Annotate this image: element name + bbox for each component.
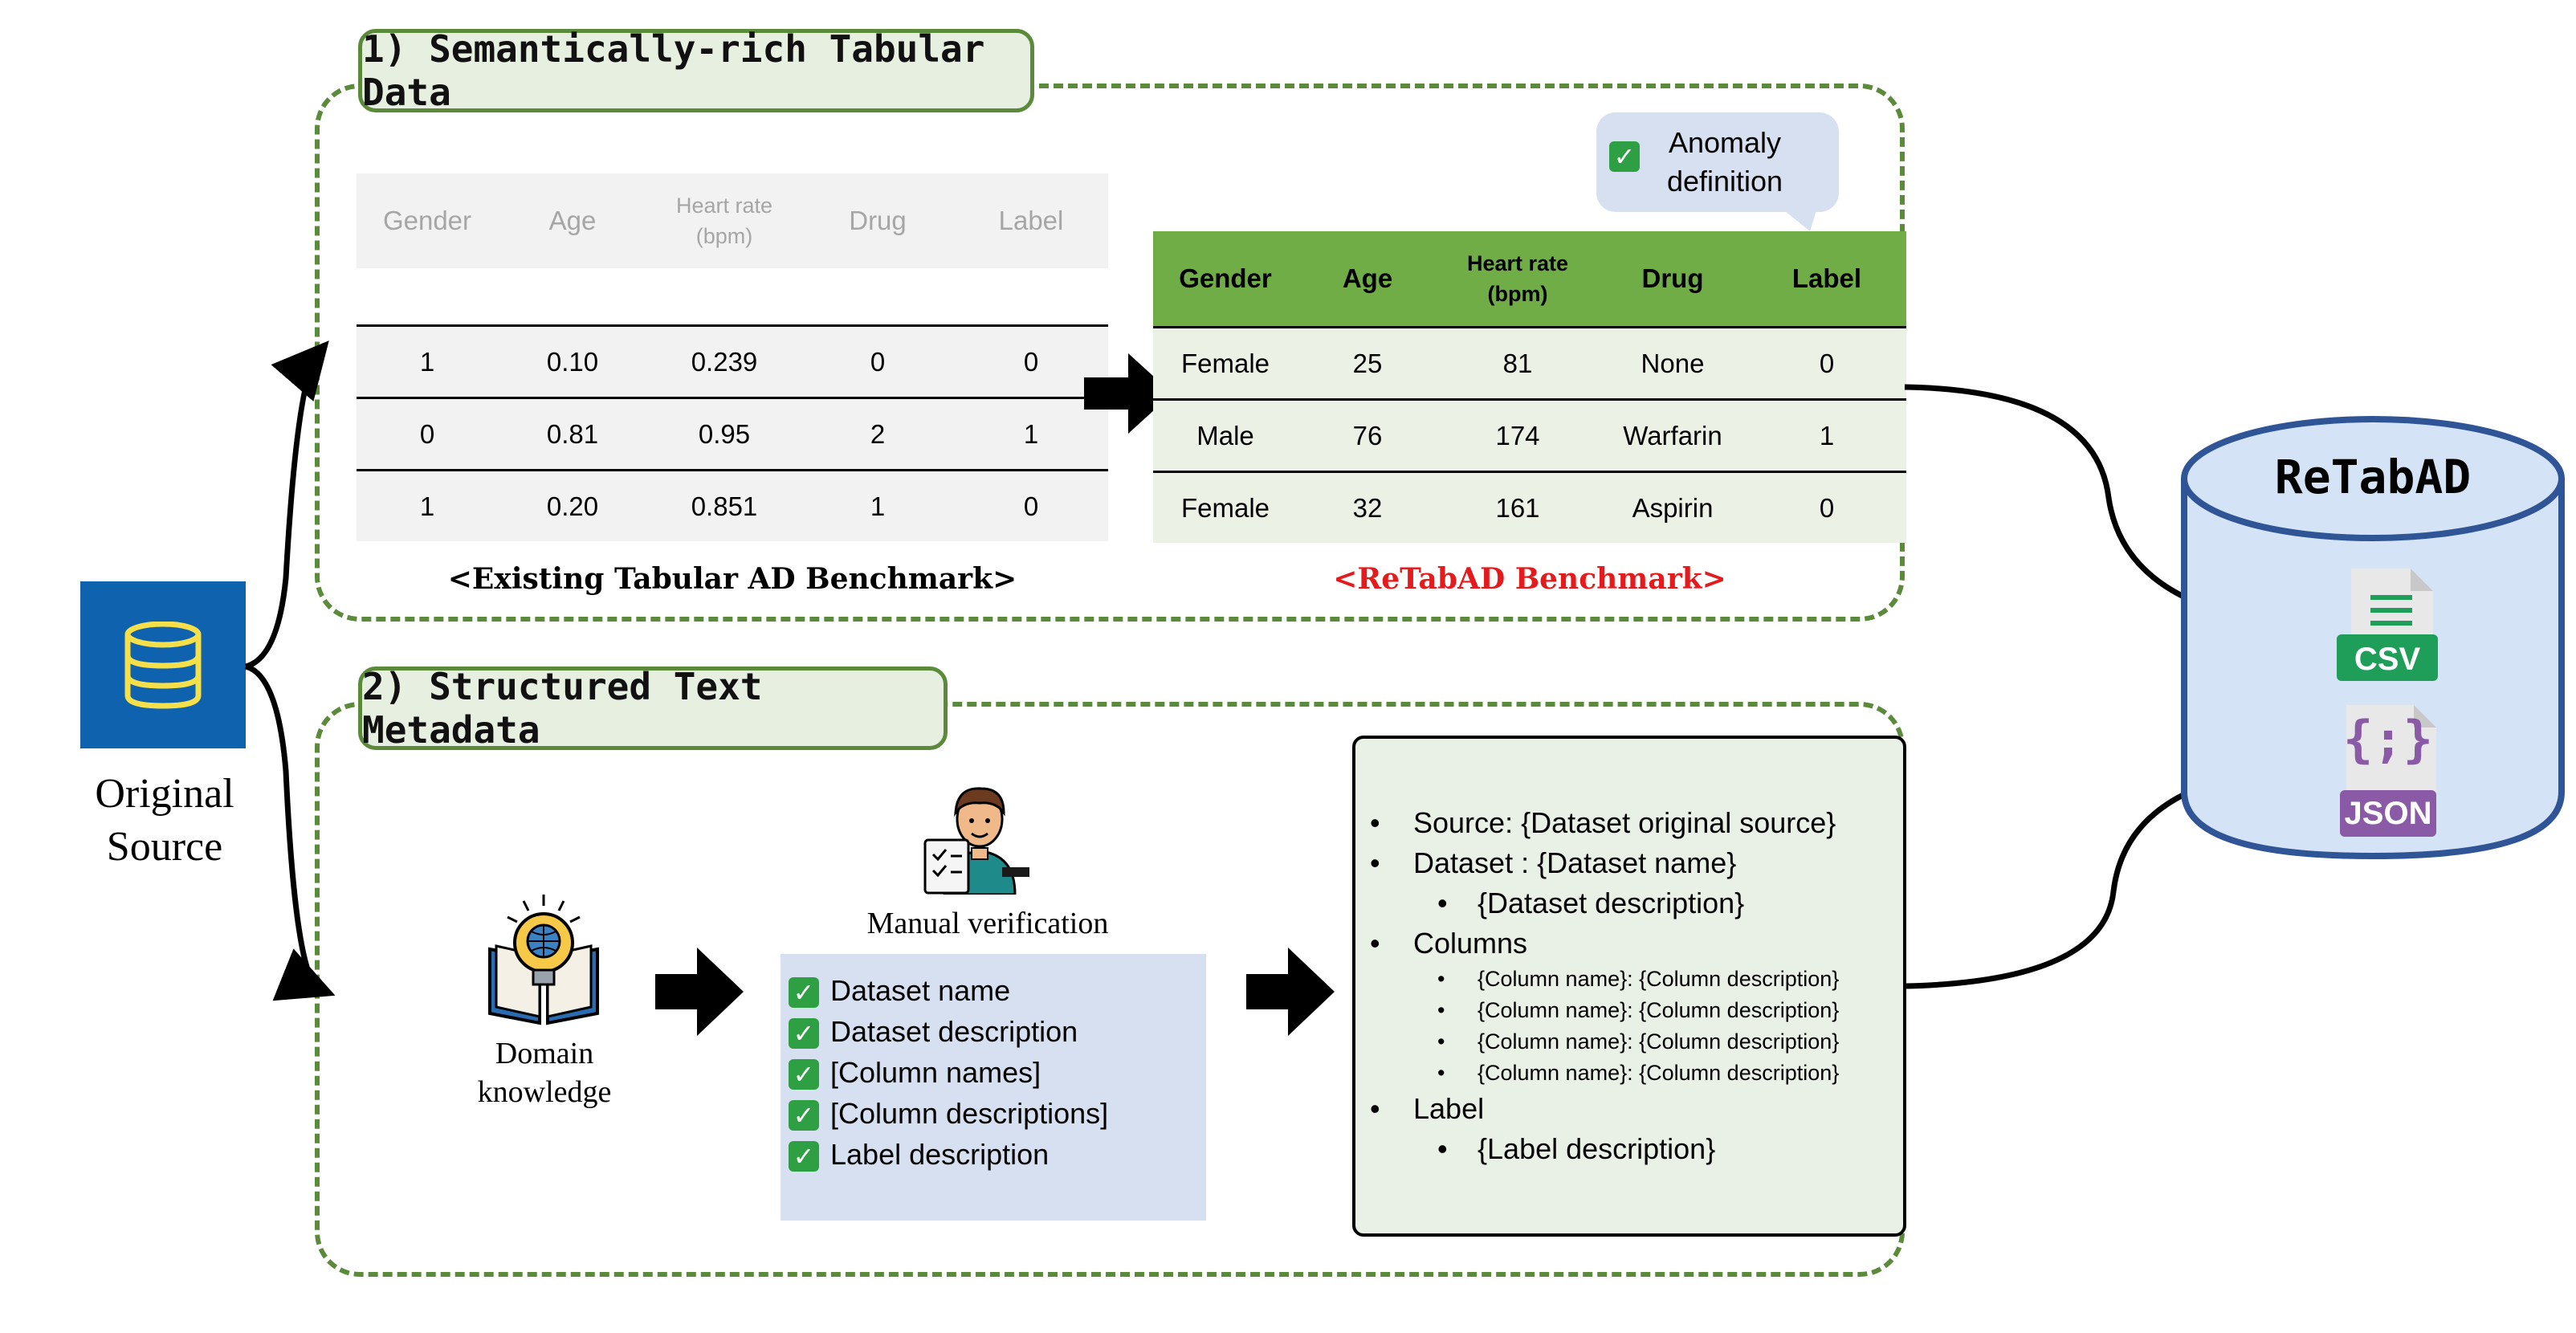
old-header-age: Age [498, 173, 647, 268]
check-icon: ✓ [789, 1100, 819, 1131]
check-icon: ✓ [789, 1018, 819, 1050]
list-item: ✓Dataset description [789, 1011, 1206, 1052]
json-glyph: {;} [2343, 710, 2433, 768]
new-header-label: Label [1747, 231, 1906, 328]
table-row: Male 76 174 Warfarin 1 [1153, 398, 1906, 472]
check-icon: ✓ [789, 1141, 819, 1172]
list-item: ✓Label description [789, 1134, 1206, 1175]
list-item: •{Column name}: {Column description} [1437, 967, 1840, 991]
table-row: 0 0.81 0.95 2 1 [357, 397, 1108, 471]
list-item: •{Column name}: {Column description} [1437, 1029, 1840, 1054]
arrow-right-icon [1246, 948, 1335, 1036]
anomaly-callout-bubble [1596, 112, 1839, 231]
table-row: Female 32 161 Aspirin 0 [1153, 471, 1906, 543]
list-item: •{Column name}: {Column description} [1437, 1061, 1840, 1085]
table-row: Female 25 81 None 0 [1153, 326, 1906, 400]
check-icon: ✓ [1609, 141, 1640, 172]
existing-benchmark-table: Gender Age Heart rate(bpm) Drug Label 1 … [357, 173, 1108, 541]
old-header-label: Label [954, 173, 1108, 268]
database-title: ReTabAD [2274, 450, 2472, 504]
new-header-drug: Drug [1598, 231, 1747, 328]
section2-title: 2) Structured Text Metadata [358, 665, 948, 752]
json-label: JSON [2344, 796, 2432, 831]
new-header-age: Age [1298, 231, 1437, 328]
new-header-heartrate: Heart rate(bpm) [1437, 231, 1598, 328]
csv-file-icon [2337, 569, 2438, 681]
book-lightbulb-icon [488, 895, 599, 1025]
original-source-label: Original Source [95, 771, 234, 870]
new-header-gender: Gender [1153, 231, 1298, 328]
list-item: •Label [1370, 1092, 1485, 1125]
arrow-right-icon [1084, 353, 1172, 434]
database-icon [124, 622, 202, 709]
list-item: ✓[Column names] [789, 1052, 1206, 1093]
manual-verification-label: Manual verification [866, 907, 1109, 940]
list-item: ✓Dataset name [789, 970, 1206, 1011]
domain-knowledge-label: Domain knowledge [477, 1037, 612, 1109]
list-item: •Dataset : {Dataset name} [1370, 846, 1737, 879]
old-header-heartrate: Heart rate(bpm) [647, 173, 801, 268]
old-header-drug: Drug [801, 173, 954, 268]
check-icon: ✓ [789, 977, 819, 1009]
arrow-right-icon [655, 948, 744, 1036]
retabad-benchmark-table: Gender Age Heart rate(bpm) Drug Label Fe… [1153, 231, 1906, 543]
list-item: ✓[Column descriptions] [789, 1093, 1206, 1134]
list-item: •Source: {Dataset original source} [1370, 806, 1836, 839]
table-row: 1 0.20 0.851 1 0 [357, 469, 1108, 541]
verification-checklist: ✓Dataset name ✓Dataset description ✓[Col… [781, 954, 1206, 1221]
existing-benchmark-caption: <Existing Tabular AD Benchmark> [447, 562, 1017, 596]
list-item: •{Column name}: {Column description} [1437, 998, 1840, 1022]
list-item: •{Label description} [1437, 1132, 1716, 1165]
metadata-box: •Source: {Dataset original source} •Data… [1352, 736, 1906, 1237]
list-item: •Columns [1370, 927, 1528, 960]
csv-label: CSV [2354, 642, 2421, 677]
retabad-benchmark-caption: <ReTabAD Benchmark> [1333, 562, 1726, 596]
section1-title: 1) Semantically-rich Tabular Data [358, 27, 1034, 114]
person-checklist-icon [923, 787, 1029, 895]
table-row: 1 0.10 0.239 0 0 [357, 324, 1108, 398]
list-item: •{Dataset description} [1437, 887, 1745, 919]
json-file-icon [2340, 705, 2436, 837]
anomaly-callout-text: Anomaly definition [1666, 126, 1783, 198]
old-header-gender: Gender [357, 173, 498, 268]
check-icon: ✓ [789, 1059, 819, 1090]
